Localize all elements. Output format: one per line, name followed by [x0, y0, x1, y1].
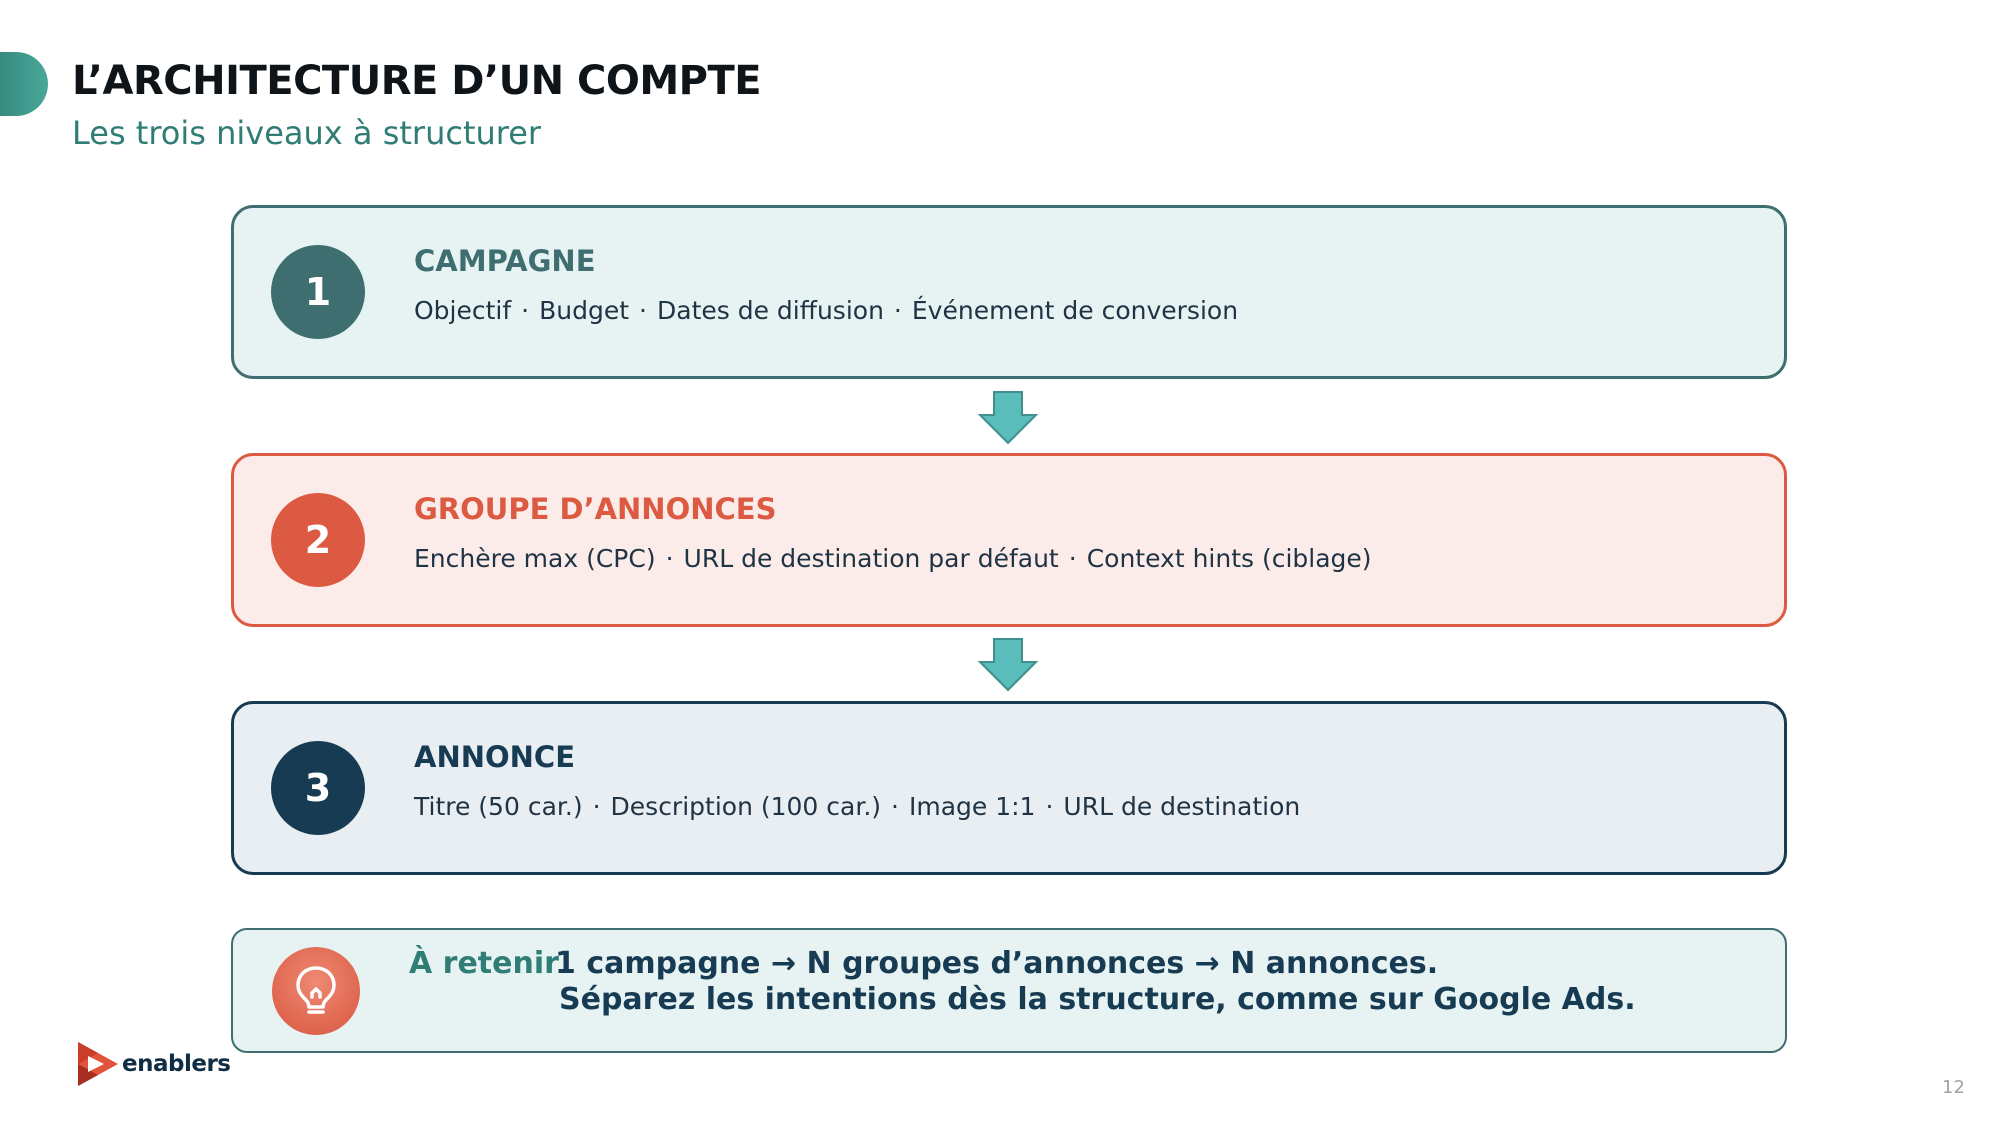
play-logo-icon: [78, 1042, 118, 1086]
level-item: Budget: [539, 296, 630, 325]
takeaway-line: 1 campagne → N groupes d’annonces → N an…: [555, 946, 1439, 981]
level-item: Description (100 car.): [610, 792, 882, 821]
level-card-annonce: 3 ANNONCE Titre (50 car.) · Description …: [231, 701, 1787, 875]
level-card-campagne: 1 CAMPAGNE Objectif · Budget · Dates de …: [231, 205, 1787, 379]
header-accent-tab: [0, 52, 48, 116]
level-item: Événement de conversion: [911, 296, 1239, 325]
level-title: GROUPE D’ANNONCES: [414, 492, 777, 526]
item-separator: ·: [1068, 544, 1077, 573]
page-number: 12: [1942, 1077, 1965, 1098]
item-separator: ·: [893, 296, 902, 325]
level-title: CAMPAGNE: [414, 244, 596, 278]
item-separator: ·: [665, 544, 674, 573]
item-separator: ·: [639, 296, 647, 325]
item-separator: ·: [891, 792, 899, 821]
level-items: Objectif · Budget · Dates de diffusion ·…: [414, 296, 1238, 325]
level-card-groupe-annonces: 2 GROUPE D’ANNONCES Enchère max (CPC) · …: [231, 453, 1787, 627]
item-separator: ·: [521, 296, 530, 325]
level-items: Titre (50 car.) · Description (100 car.)…: [414, 792, 1300, 821]
takeaway-label: À retenir: [409, 946, 559, 981]
level-item: Context hints (ciblage): [1086, 544, 1372, 573]
item-separator: ·: [1045, 792, 1054, 821]
logo-wordmark: enablers: [122, 1051, 231, 1077]
level-item: Image 1:1: [908, 792, 1036, 821]
level-item: Titre (50 car.): [414, 792, 583, 821]
key-takeaway-box: À retenir 1 campagne → N groupes d’annon…: [231, 928, 1787, 1053]
level-item: Objectif: [414, 296, 512, 325]
level-number-badge: 3: [271, 741, 365, 835]
level-item: Dates de diffusion: [657, 296, 884, 325]
level-item: URL de destination par défaut: [683, 544, 1059, 573]
enablers-logo: enablers: [74, 1040, 231, 1088]
level-item: URL de destination: [1063, 792, 1301, 821]
level-items: Enchère max (CPC) · URL de destination p…: [414, 544, 1372, 573]
level-item: Enchère max (CPC): [414, 544, 656, 573]
takeaway-line: Séparez les intentions dès la structure,…: [559, 982, 1636, 1017]
down-arrow-icon: [978, 638, 1038, 692]
item-separator: ·: [592, 792, 601, 821]
page-subtitle: Les trois niveaux à structurer: [72, 114, 542, 152]
down-arrow-icon: [978, 391, 1038, 445]
level-number-badge: 2: [271, 493, 365, 587]
lightbulb-icon: [272, 947, 360, 1035]
level-number-badge: 1: [271, 245, 365, 339]
level-title: ANNONCE: [414, 740, 576, 774]
page-title: L’ARCHITECTURE D’UN COMPTE: [72, 58, 762, 104]
